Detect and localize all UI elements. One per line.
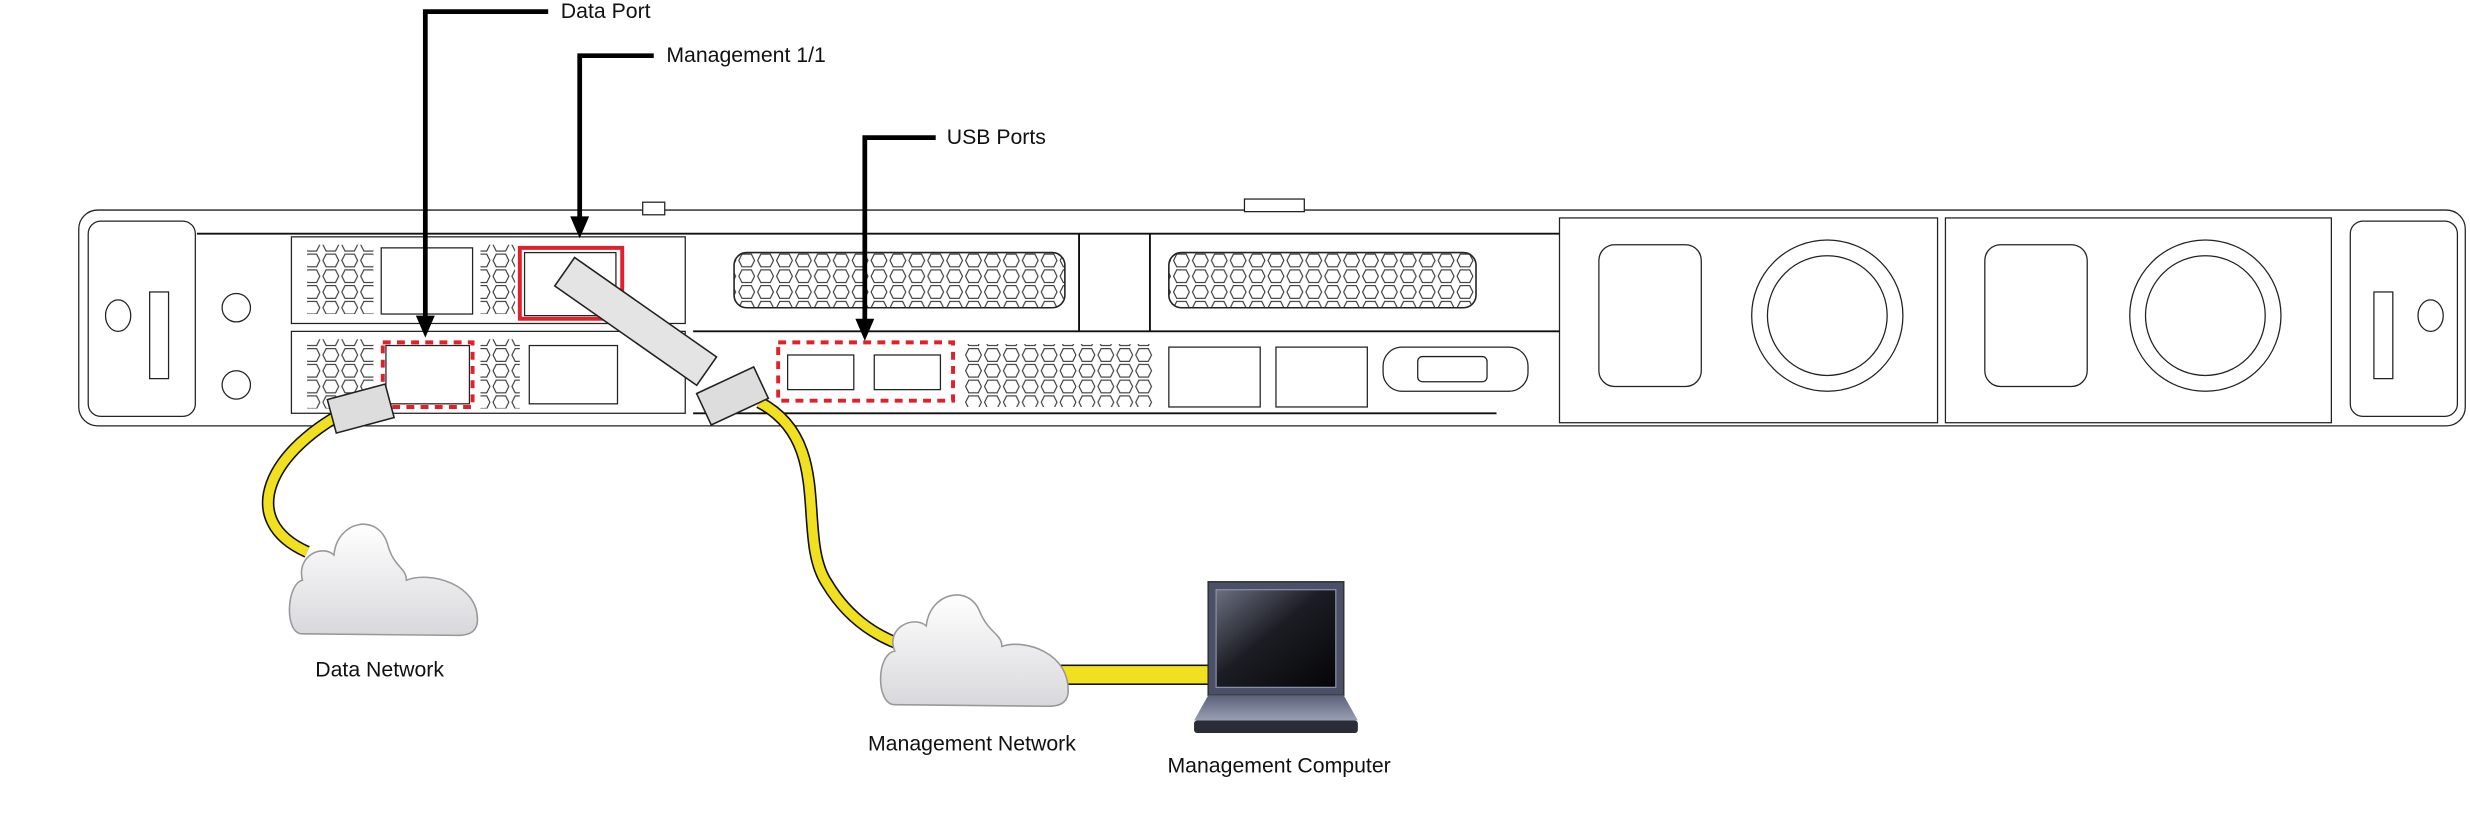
rj45-port-3 xyxy=(1168,346,1261,408)
management-port-label: Management 1/1 xyxy=(666,43,825,67)
power-supply-1 xyxy=(1558,217,1939,424)
data-network-label: Data Network xyxy=(315,657,444,681)
rj45-port-4 xyxy=(1275,346,1368,408)
data-port-label: Data Port xyxy=(561,0,651,23)
data-port-callout xyxy=(415,9,549,338)
server-chassis xyxy=(78,198,2466,427)
usb-callout xyxy=(855,135,936,341)
data-port-highlight xyxy=(380,340,475,409)
data-port xyxy=(385,344,471,405)
management-cable-plug xyxy=(695,365,770,427)
sfp-module xyxy=(553,256,718,387)
usb-ports-highlight xyxy=(776,340,955,403)
management-network-label: Management Network xyxy=(868,731,1076,755)
usb-ports-label: USB Ports xyxy=(947,125,1046,149)
management-callout xyxy=(570,53,654,239)
management-port-highlight xyxy=(517,245,625,321)
left-rack-ear xyxy=(87,220,196,418)
power-supply-2 xyxy=(1944,217,2333,424)
usb-port-1[interactable] xyxy=(786,354,855,391)
usb-port-2[interactable] xyxy=(873,354,942,391)
port-lower-2 xyxy=(528,344,619,405)
management-computer-label: Management Computer xyxy=(1167,753,1390,777)
data-network-cloud-icon xyxy=(288,523,479,637)
data-cable-plug xyxy=(326,383,396,434)
laptop-icon xyxy=(1194,581,1358,734)
management-network-cloud-icon xyxy=(879,594,1069,708)
management-cable xyxy=(756,396,908,653)
